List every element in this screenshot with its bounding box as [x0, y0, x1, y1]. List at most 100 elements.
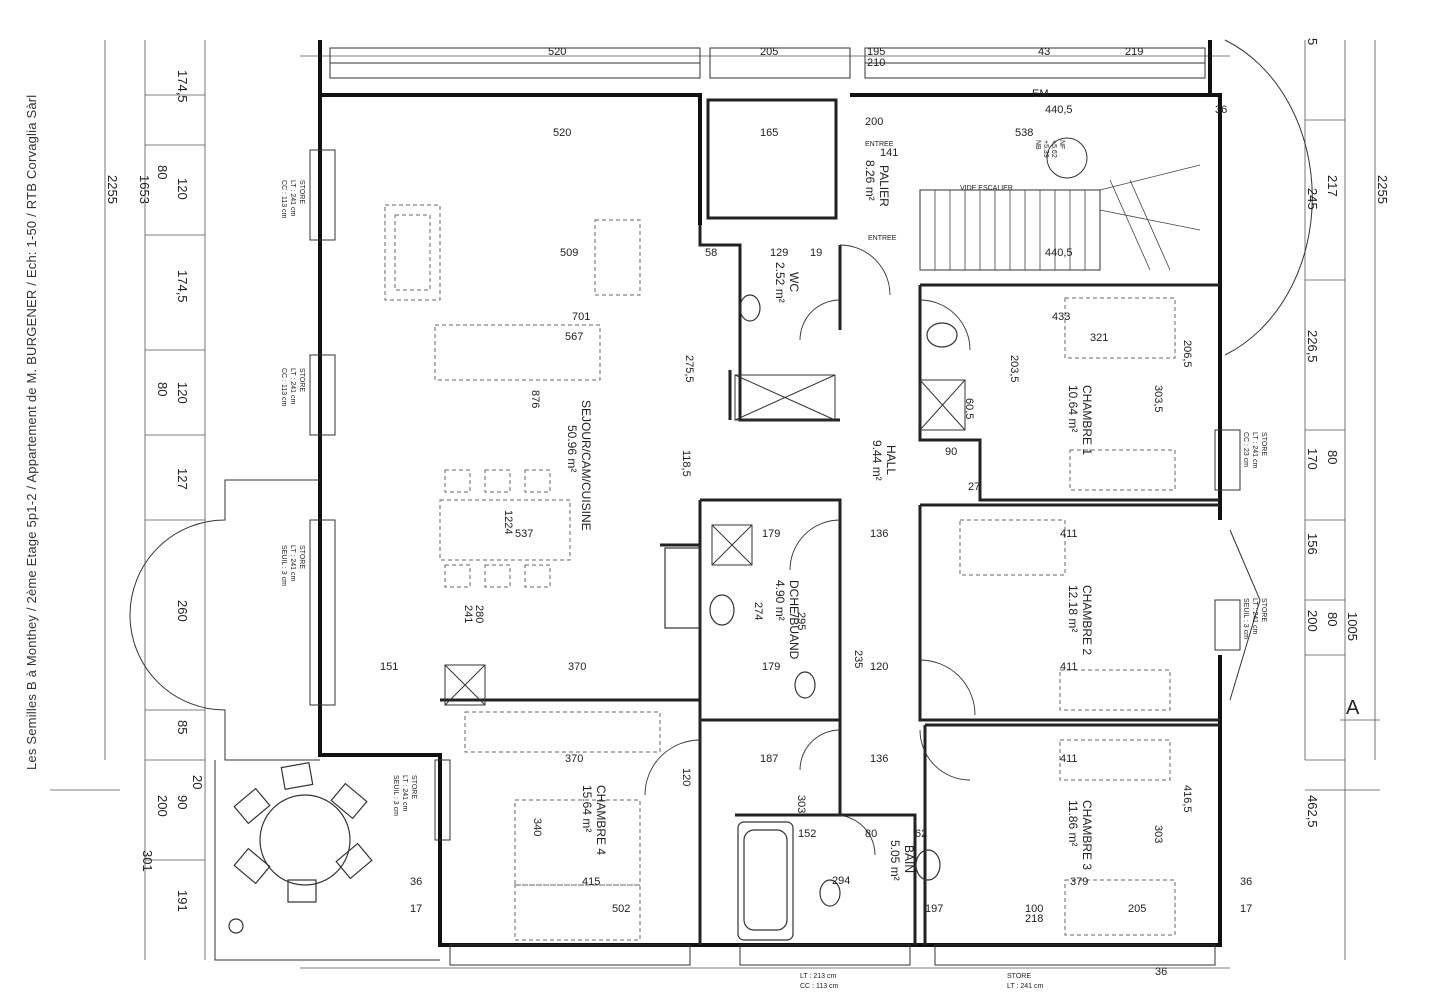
right-dim: 5: [1305, 38, 1320, 45]
bay-window: [129, 39, 1313, 961]
room-area: 8.26 m²: [863, 160, 877, 201]
left-dim: 191: [175, 890, 190, 912]
room-name: PALIER: [877, 165, 891, 207]
dim-label: 411: [1060, 661, 1078, 673]
stair-icon: [919, 164, 1201, 271]
section-marker: A: [1346, 697, 1360, 719]
right-dim: 170: [1305, 448, 1320, 470]
dim-label: 205: [1128, 903, 1146, 915]
dim-label: 58: [705, 247, 717, 259]
dim-label: 118,5: [680, 450, 692, 477]
right-dim: 156: [1305, 533, 1320, 555]
dim-label: 36: [1155, 966, 1167, 978]
dim-label: 537: [515, 528, 533, 540]
left-dim: 260: [175, 600, 190, 622]
dim-label: 179: [762, 528, 780, 540]
svg-text:CC : 113 cm: CC : 113 cm: [280, 368, 287, 407]
room-area: 12.18 m²: [1066, 585, 1080, 632]
room-chambre-1: CHAMBRE 1 10.64 m²: [1066, 385, 1094, 455]
svg-text:SEUIL : 3 cm: SEUIL : 3 cm: [392, 775, 399, 816]
dim-label: 187: [760, 753, 778, 765]
technical-shafts: [444, 374, 966, 706]
room-area: 10.64 m²: [1066, 385, 1080, 432]
dim-label: 567: [565, 331, 583, 343]
dim-label: 197: [925, 903, 943, 915]
left-total: 1653: [137, 175, 152, 204]
dim-label: 17: [1240, 903, 1252, 915]
svg-text:LT : 241 cm: LT : 241 cm: [289, 180, 296, 216]
windows: [309, 47, 1241, 966]
dim-label: 62: [915, 828, 927, 840]
dim-label: 200: [865, 116, 883, 128]
dim-label: 370: [568, 661, 586, 673]
bed-icon: [464, 297, 1176, 941]
toilet-icon: [739, 294, 841, 907]
dim-label: 1224: [502, 510, 514, 534]
dim-label: 520: [553, 127, 571, 139]
dim-label: 241: [462, 605, 474, 623]
right-dim: 80: [1325, 612, 1340, 626]
dim-label: 701: [572, 311, 590, 323]
dim-label: 120: [870, 661, 888, 673]
left-dim: 174,5: [175, 70, 190, 103]
left-total: 301: [140, 850, 155, 872]
dim-label: 275,5: [683, 355, 695, 383]
dim-label: 36: [1215, 104, 1227, 116]
left-dim: 120: [175, 178, 190, 200]
inner-walls: [440, 98, 1220, 945]
left-dim: 90: [175, 795, 190, 809]
room-area: 50.96 m²: [565, 425, 579, 472]
room-name: CHAMBRE 2: [1080, 585, 1094, 655]
dim-label: 235: [852, 650, 864, 668]
room-douche: DCHE/BUAND 4.90 m²: [773, 580, 801, 660]
svg-text:STORE: STORE: [1260, 432, 1267, 456]
room-palier: PALIER 8.26 m²: [863, 160, 891, 207]
dim-label: 502: [612, 903, 630, 915]
dim-label: 19: [810, 247, 822, 259]
svg-text:SEUIL : 3 cm: SEUIL : 3 cm: [280, 545, 287, 586]
dim-label: 876: [529, 390, 541, 408]
left-dim: 127: [175, 468, 190, 490]
dim-label: 218: [1025, 913, 1043, 925]
dim-label: 36: [1240, 876, 1252, 888]
dim-label: 294: [832, 875, 850, 887]
door-swing-icon: [644, 244, 976, 856]
dim-label: 295: [795, 612, 807, 630]
svg-text:+5.39: +5.39: [1042, 140, 1049, 158]
dim-label: 152: [798, 828, 816, 840]
dim-label: 90: [945, 446, 957, 458]
right-dim: 226,5: [1305, 330, 1320, 363]
svg-text:STORE: STORE: [298, 368, 305, 392]
room-chambre-3: CHAMBRE 3 11.86 m²: [1066, 800, 1094, 870]
left-dim: 85: [175, 720, 190, 734]
room-area: 5.05 m²: [888, 840, 902, 881]
room-name: SEJOUR/CAM/CUISINE: [579, 400, 593, 531]
dim-label: 151: [380, 661, 398, 673]
dim-label: 520: [548, 46, 566, 58]
left-dim: 20: [190, 775, 205, 789]
dim-label: 321: [1090, 332, 1108, 344]
sofa-icon: [384, 204, 641, 381]
room-area: 11.86 m²: [1066, 800, 1080, 846]
dim-label: 36: [410, 876, 422, 888]
store-note-bottom: STORE LT : 241 cm LT : 213 cm CC : 113 c…: [800, 973, 1043, 990]
dim-label: 340: [531, 818, 543, 836]
svg-text:LT : 241 cm: LT : 241 cm: [289, 545, 296, 581]
room-name: HALL: [884, 445, 898, 475]
dim-label: 165: [760, 127, 778, 139]
level-marker: NF +5.62 +5.39 NB: [1034, 140, 1065, 158]
svg-text:LT : 213 cm: LT : 213 cm: [800, 973, 836, 980]
dim-label: 416,5: [1181, 785, 1193, 813]
dim-label: 205: [760, 46, 778, 58]
room-name: DCHE/BUAND: [787, 580, 801, 660]
svg-text:LT : 241 cm: LT : 241 cm: [401, 775, 408, 811]
dim-label: 280: [473, 605, 485, 623]
room-area: 4.90 m²: [773, 580, 787, 621]
room-area: 15.64 m²: [580, 785, 594, 832]
room-name: CHAMBRE 3: [1080, 800, 1094, 870]
svg-text:LT : 241 cm: LT : 241 cm: [1251, 598, 1258, 634]
dim-label: 411: [1060, 753, 1078, 765]
